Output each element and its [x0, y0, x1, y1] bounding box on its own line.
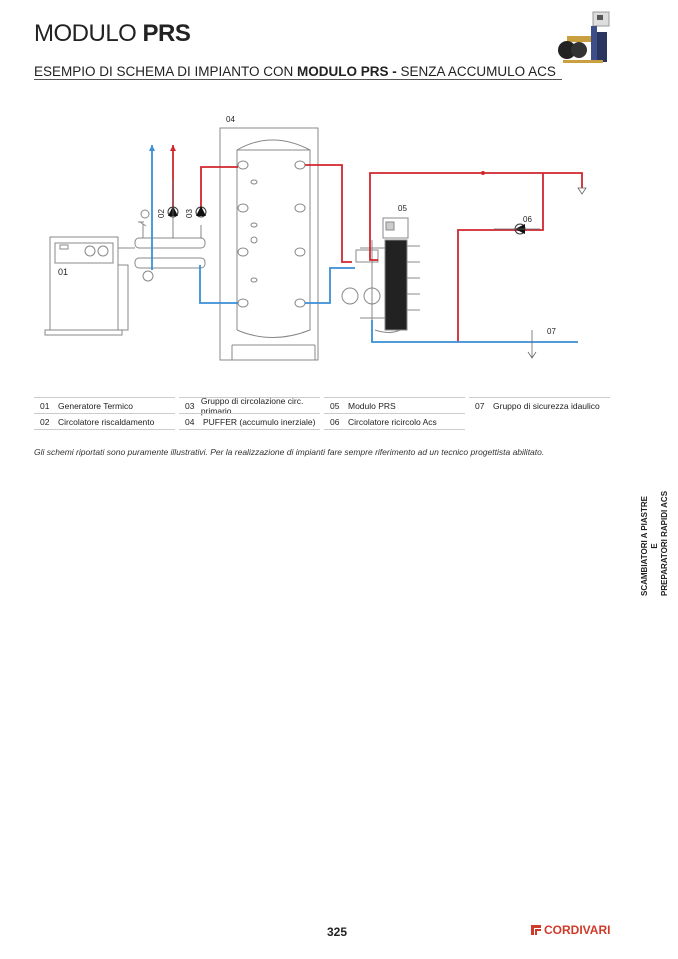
- logo-mark-icon: [531, 925, 541, 935]
- page-number: 325: [327, 925, 348, 939]
- plate-heat-exchanger: [384, 239, 408, 331]
- page-title: MODULO PRS: [34, 20, 191, 48]
- side-tab-line1: SCAMBIATORI A PIASTRE: [640, 495, 649, 596]
- label-05: 05: [398, 204, 407, 213]
- legend-empty: [469, 413, 610, 429]
- label-01: 01: [58, 267, 68, 277]
- brand-logo: CORDIVARI: [531, 923, 610, 937]
- label-06: 06: [523, 215, 532, 224]
- cold-pipes: [151, 145, 578, 343]
- label-04: 04: [226, 115, 235, 124]
- side-tab-line3: PREPARATORI RAPIDI ACS: [660, 490, 669, 596]
- brand-name: CORDIVARI: [544, 923, 611, 937]
- label-03: 03: [185, 209, 194, 218]
- side-tab: SCAMBIATORI A PIASTRE E PREPARATORI RAPI…: [640, 490, 678, 606]
- label-07: 07: [547, 327, 556, 336]
- subtitle-post: SENZA ACCUMULO ACS: [396, 64, 556, 79]
- title-divider: [34, 79, 562, 80]
- disclaimer-note: Gli schemi riportati sono puramente illu…: [34, 447, 545, 457]
- prs-module-controller: [382, 217, 409, 239]
- title-light: MODULO: [34, 20, 137, 47]
- subtitle-pre: ESEMPIO DI SCHEMA DI IMPIANTO CON: [34, 64, 298, 79]
- side-tab-line2: E: [650, 543, 659, 549]
- plant-schematic: 04 01 02 03 05 06 07: [44, 115, 587, 361]
- subtitle-bold: MODULO PRS -: [297, 64, 397, 79]
- tank-connections: [237, 160, 306, 308]
- puffer-tank: [219, 127, 319, 361]
- title-bold: PRS: [142, 20, 191, 47]
- label-02: 02: [157, 209, 166, 218]
- product-image: [558, 11, 610, 63]
- hot-pipes: [172, 145, 583, 342]
- section-subtitle: ESEMPIO DI SCHEMA DI IMPIANTO CON MODULO…: [34, 64, 556, 79]
